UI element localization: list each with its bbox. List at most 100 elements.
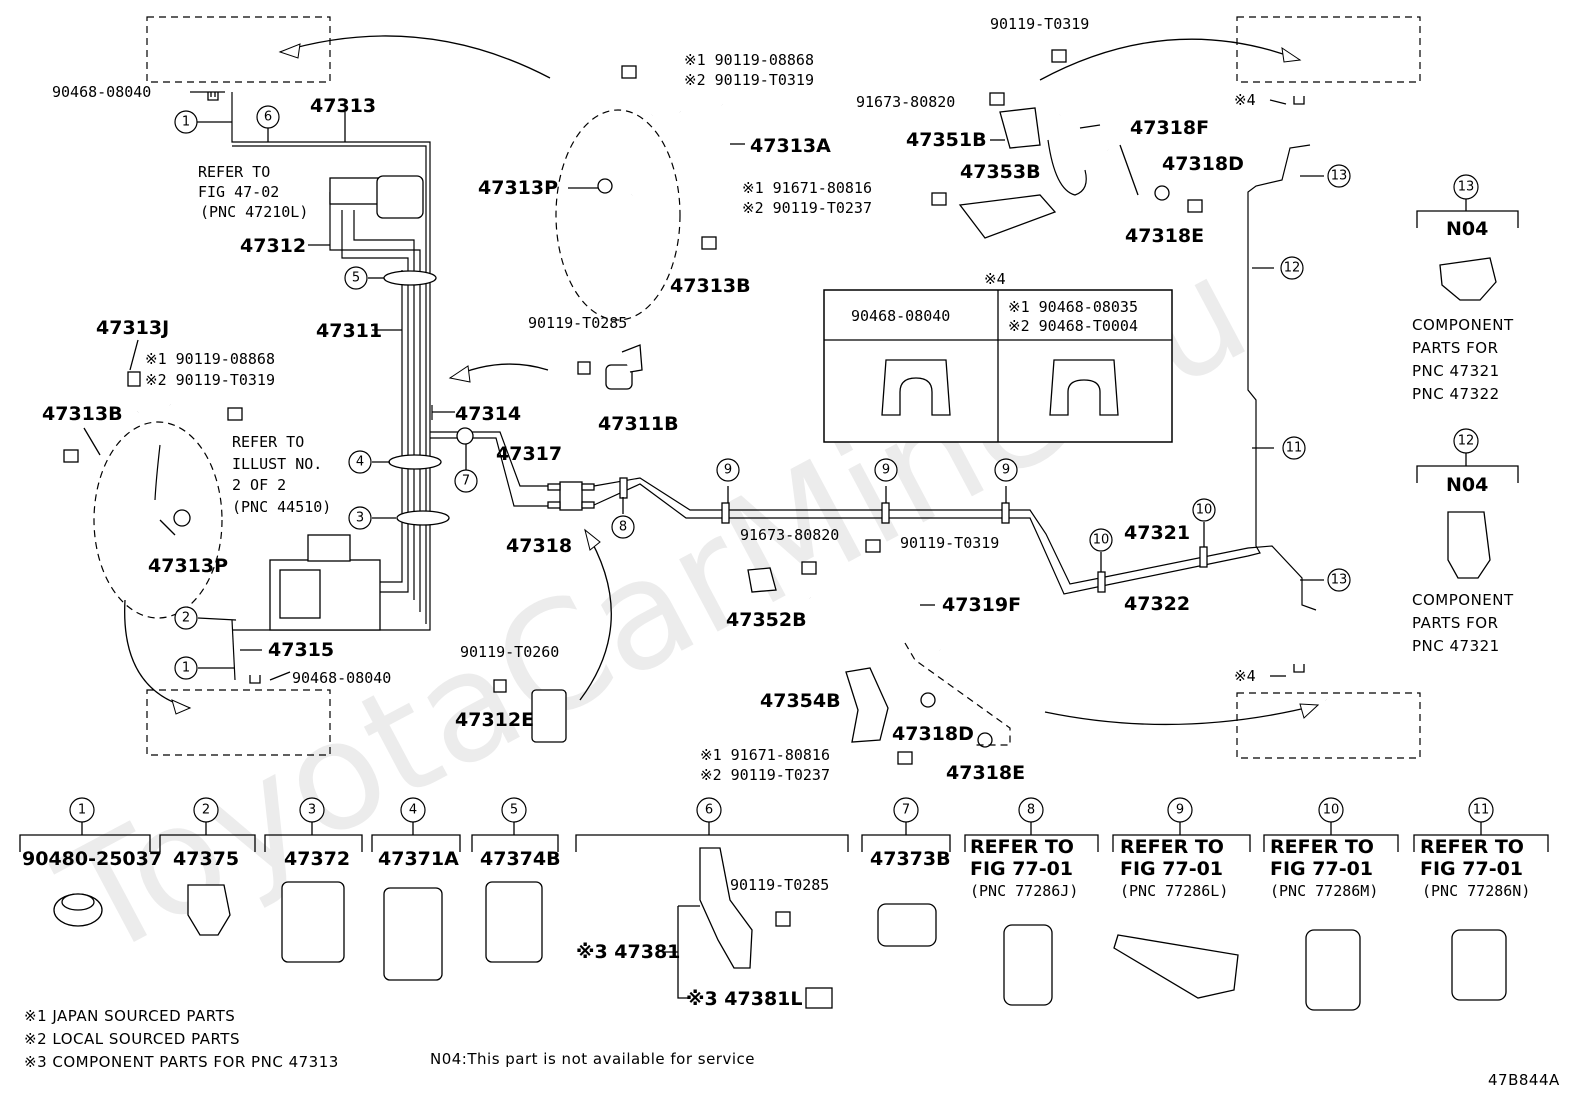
svg-text:10: 10 bbox=[1196, 503, 1213, 518]
bottom-part-4: 4 47371A bbox=[371, 797, 461, 981]
svg-text:8: 8 bbox=[1027, 803, 1035, 818]
bottom-part-1: 1 90480-25037 bbox=[19, 797, 162, 927]
svg-text:(PNC 77286N): (PNC 77286N) bbox=[1422, 882, 1530, 900]
bottom-pn-7: 47373B bbox=[870, 848, 951, 870]
svg-text:2: 2 bbox=[202, 803, 210, 818]
svg-text:※1 90119-08868: ※1 90119-08868 bbox=[145, 350, 275, 368]
bottom-pn-4: 47371A bbox=[378, 848, 459, 870]
svg-text:REFER TO: REFER TO bbox=[1270, 836, 1374, 858]
dash-ellipse-top bbox=[555, 109, 681, 321]
small-labels: 90468-08040 90468-08040 REFER TO FIG 47-… bbox=[52, 15, 1256, 784]
svg-text:※4: ※4 bbox=[1234, 91, 1256, 109]
svg-text:※2 90119-T0237: ※2 90119-T0237 bbox=[700, 766, 830, 784]
svg-text:REFER TO: REFER TO bbox=[1120, 836, 1224, 858]
label-47313B-left: 47313B bbox=[42, 403, 123, 425]
svg-text:REFER TO: REFER TO bbox=[970, 836, 1074, 858]
label-47318F: 47318F bbox=[1130, 117, 1209, 139]
bottom-refer-9: 9 REFER TO FIG 77-01 (PNC 77286L) bbox=[1112, 797, 1251, 999]
callout-2 bbox=[174, 606, 198, 630]
callout-10-a bbox=[1089, 528, 1113, 552]
svg-text:PNC 47322: PNC 47322 bbox=[1412, 385, 1500, 403]
bottom-pn-5: 47374B bbox=[480, 848, 561, 870]
callout-10-b bbox=[1192, 498, 1216, 522]
callout-8 bbox=[611, 515, 635, 539]
detail-box-top-left bbox=[146, 16, 331, 83]
bottom-pn-2: 47375 bbox=[173, 848, 239, 870]
svg-text:11: 11 bbox=[1473, 803, 1490, 818]
main-labels: 47313 47312 47311 47314 47313J 47313B 47… bbox=[42, 95, 1244, 784]
svg-text:13: 13 bbox=[1458, 180, 1475, 195]
svg-text:REFER TO: REFER TO bbox=[198, 163, 270, 181]
callout-7 bbox=[454, 469, 478, 493]
callout-12 bbox=[1280, 256, 1304, 280]
svg-text:90119-T0319: 90119-T0319 bbox=[990, 15, 1089, 33]
svg-text:FIG 47-02: FIG 47-02 bbox=[198, 183, 279, 201]
label-47319F: 47319F bbox=[942, 594, 1021, 616]
svg-text:COMPONENT: COMPONENT bbox=[1412, 591, 1514, 609]
svg-text:FIG 77-01: FIG 77-01 bbox=[1120, 858, 1223, 880]
clip-table-col2-line2: ※2 90468-T0004 bbox=[1008, 317, 1138, 335]
callout-1-top bbox=[174, 110, 198, 134]
note-3: ※3 COMPONENT PARTS FOR PNC 47313 bbox=[24, 1053, 339, 1071]
callout-9-c bbox=[994, 458, 1018, 482]
svg-text:REFER TO: REFER TO bbox=[232, 433, 304, 451]
callout-11 bbox=[1282, 436, 1306, 460]
svg-text:FIG 77-01: FIG 77-01 bbox=[1420, 858, 1523, 880]
figure-code: 47B844A bbox=[1488, 1071, 1560, 1089]
note-1: ※1 JAPAN SOURCED PARTS bbox=[24, 1007, 235, 1025]
callout-5 bbox=[344, 266, 368, 290]
svg-text:※2 90119-T0237: ※2 90119-T0237 bbox=[742, 199, 872, 217]
detail-box-bottom-left bbox=[146, 689, 331, 756]
svg-text:91673-80820: 91673-80820 bbox=[740, 526, 839, 544]
clip-table-title: ※4 bbox=[984, 270, 1006, 288]
svg-text:10: 10 bbox=[1323, 803, 1340, 818]
bundle-clamps bbox=[383, 270, 1208, 593]
label-47313J: 47313J bbox=[96, 317, 169, 339]
label-47313A: 47313A bbox=[750, 135, 831, 157]
label-47313P-top: 47313P bbox=[478, 177, 558, 199]
label-47317: 47317 bbox=[496, 443, 562, 465]
svg-text:3: 3 bbox=[308, 803, 316, 818]
label-47312E: 47312E bbox=[455, 709, 534, 731]
leader-lines bbox=[83, 91, 1324, 681]
bottom-part-6: 6 90119-T0285 ※3 47381 ※3 47381L bbox=[575, 797, 849, 1010]
callout-4 bbox=[348, 450, 372, 474]
svg-text:4: 4 bbox=[356, 455, 364, 470]
callout-6 bbox=[256, 105, 280, 129]
detail-box-bottom-right bbox=[1236, 692, 1421, 759]
part6-clip: ※3 47381L bbox=[686, 988, 803, 1010]
bottom-pn-1: 90480-25037 bbox=[22, 848, 162, 870]
label-47318E-bottom: 47318E bbox=[946, 762, 1025, 784]
label-47312: 47312 bbox=[240, 235, 306, 257]
callout-13-bottom bbox=[1327, 568, 1351, 592]
svg-text:9: 9 bbox=[724, 463, 732, 478]
callouts-main: 1 6 5 4 3 7 2 1 8 9 9 9 10 10 11 12 13 1… bbox=[174, 105, 1351, 680]
svg-text:PARTS FOR: PARTS FOR bbox=[1412, 339, 1499, 357]
svg-text:(PNC 77286M): (PNC 77286M) bbox=[1270, 882, 1378, 900]
svg-text:2 OF 2: 2 OF 2 bbox=[232, 476, 286, 494]
n04-code-12: N04 bbox=[1446, 474, 1488, 496]
svg-text:PARTS FOR: PARTS FOR bbox=[1412, 614, 1499, 632]
svg-text:1: 1 bbox=[182, 661, 190, 676]
svg-text:COMPONENT: COMPONENT bbox=[1412, 316, 1514, 334]
svg-text:(PNC 47210L): (PNC 47210L) bbox=[200, 203, 308, 221]
svg-text:90119-T0285: 90119-T0285 bbox=[528, 314, 627, 332]
callout-9-a bbox=[716, 458, 740, 482]
svg-text:5: 5 bbox=[510, 803, 518, 818]
label-47351B: 47351B bbox=[906, 129, 987, 151]
label-47321: 47321 bbox=[1124, 522, 1190, 544]
bottom-part-7: 7 47373B bbox=[861, 797, 951, 947]
union-47317 bbox=[547, 481, 595, 511]
label-47353B: 47353B bbox=[960, 161, 1041, 183]
svg-text:FIG 77-01: FIG 77-01 bbox=[1270, 858, 1373, 880]
label-47311: 47311 bbox=[316, 320, 382, 342]
label-47318D-bottom: 47318D bbox=[892, 723, 974, 745]
callout-13-top bbox=[1327, 164, 1351, 188]
clip-table: ※4 90468-08040 ※1 90468-08035 ※2 90468-T… bbox=[823, 270, 1173, 443]
n04-code-13: N04 bbox=[1446, 218, 1488, 240]
svg-text:12: 12 bbox=[1458, 434, 1475, 449]
svg-text:※1 90119-08868: ※1 90119-08868 bbox=[684, 51, 814, 69]
bottom-part-5: 5 47374B bbox=[471, 797, 561, 963]
note-n04: N04:This part is not available for servi… bbox=[430, 1050, 755, 1068]
